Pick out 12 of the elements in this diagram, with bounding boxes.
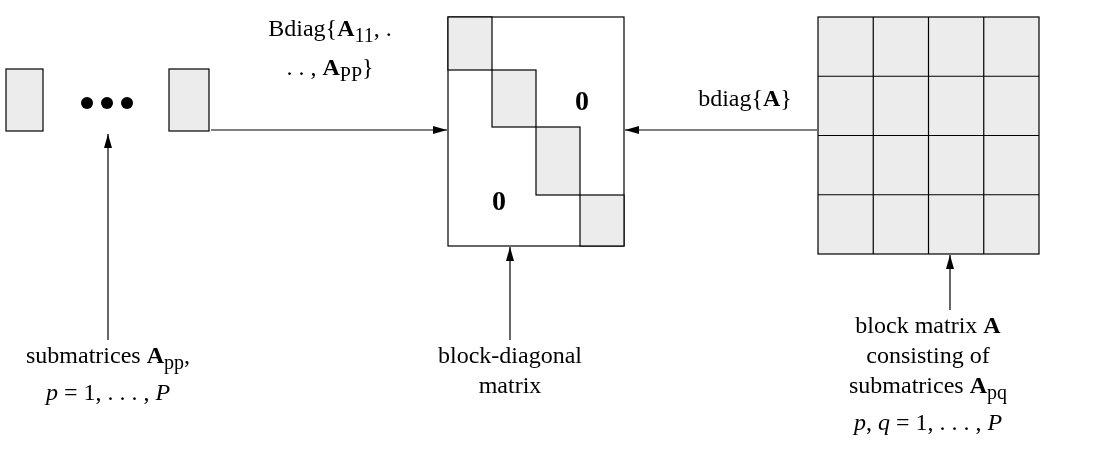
arrow <box>946 254 954 311</box>
arrow <box>624 126 818 134</box>
caption: block-diagonal matrix <box>430 340 590 402</box>
submatrix-blocks-drawing <box>5 68 211 134</box>
arrow <box>104 133 112 341</box>
block-diagonal-matrix-drawing <box>447 16 625 247</box>
zero-label: 0 <box>575 86 589 116</box>
block-matrix-drawing <box>817 16 1040 255</box>
zero-label: 0 <box>492 186 506 216</box>
caption: block matrix A consisting of submatrices A$_{pq}$ p, q = 1, . . . , P <box>838 310 1018 460</box>
arrow <box>506 246 514 341</box>
arrow <box>210 126 448 134</box>
